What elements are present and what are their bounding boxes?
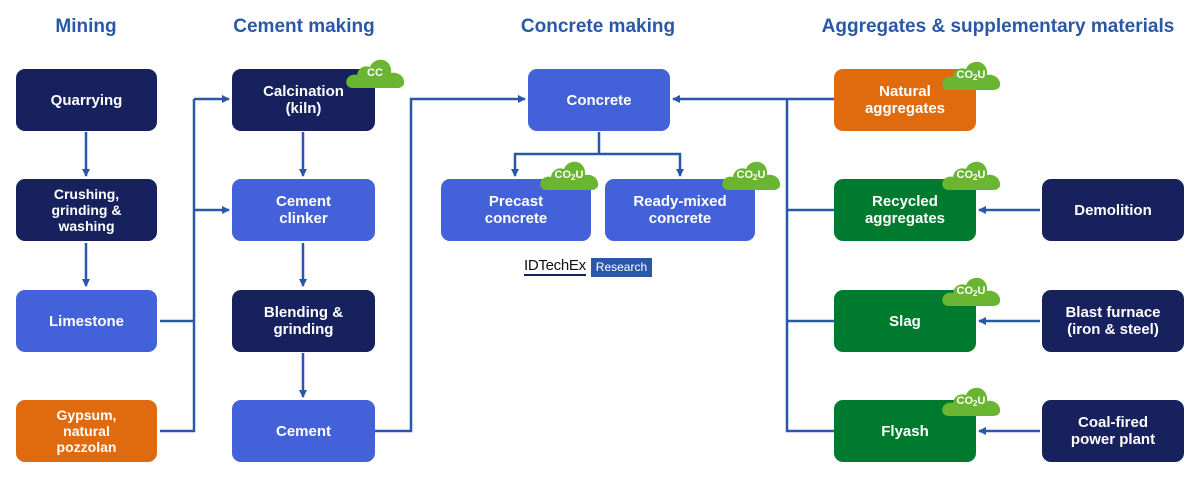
arrow-to-precast: [511, 152, 599, 177]
node-cement-clinker: Cement clinker: [232, 179, 375, 241]
node-blast-furnace: Blast furnace (iron & steel): [1042, 290, 1184, 352]
arrow-to-readymix: [599, 152, 684, 177]
badge-label: CO2U: [956, 285, 986, 298]
badge-label: CO2U: [736, 169, 766, 182]
line-gypsum-to-bus: [160, 99, 196, 433]
node-cement: Cement: [232, 400, 375, 462]
node-coal-fired-power-plant: Coal-fired power plant: [1042, 400, 1184, 462]
idtechex-logo: IDTechEx Research: [524, 257, 653, 277]
line-aggregates-bus: [785, 97, 834, 433]
co2u-cloud-badge-readymix: CO2U: [721, 156, 781, 190]
co2u-cloud-badge-precast: CO2U: [539, 156, 599, 190]
heading-mining: Mining: [55, 16, 117, 37]
node-crushing-grinding-washing: Crushing, grinding & washing: [16, 179, 157, 241]
co2u-cloud-badge-recycled-aggregates: CO2U: [941, 156, 1001, 190]
badge-label: CO2U: [956, 395, 986, 408]
heading-concrete-making: Concrete making: [520, 16, 676, 37]
cc-cloud-badge: CC: [345, 54, 405, 88]
arrow-cement-to-concrete: [375, 95, 526, 433]
node-concrete: Concrete: [528, 69, 670, 131]
logo-tag: Research: [590, 257, 653, 277]
node-limestone: Limestone: [16, 290, 157, 352]
node-demolition: Demolition: [1042, 179, 1184, 241]
co2u-cloud-badge-natural-aggregates: CO2U: [941, 56, 1001, 90]
heading-cement-making: Cement making: [233, 16, 375, 37]
heading-aggregates: Aggregates & supplementary materials: [821, 16, 1175, 37]
badge-label: CO2U: [554, 169, 584, 182]
co2u-cloud-badge-flyash: CO2U: [941, 382, 1001, 416]
logo-wordmark: IDTechEx: [524, 257, 586, 276]
node-quarrying: Quarrying: [16, 69, 157, 131]
node-blending-grinding: Blending & grinding: [232, 290, 375, 352]
badge-label: CC: [367, 67, 383, 79]
node-gypsum-pozzolan: Gypsum, natural pozzolan: [16, 400, 157, 462]
co2u-cloud-badge-slag: CO2U: [941, 272, 1001, 306]
badge-label: CO2U: [956, 69, 986, 82]
badge-label: CO2U: [956, 169, 986, 182]
